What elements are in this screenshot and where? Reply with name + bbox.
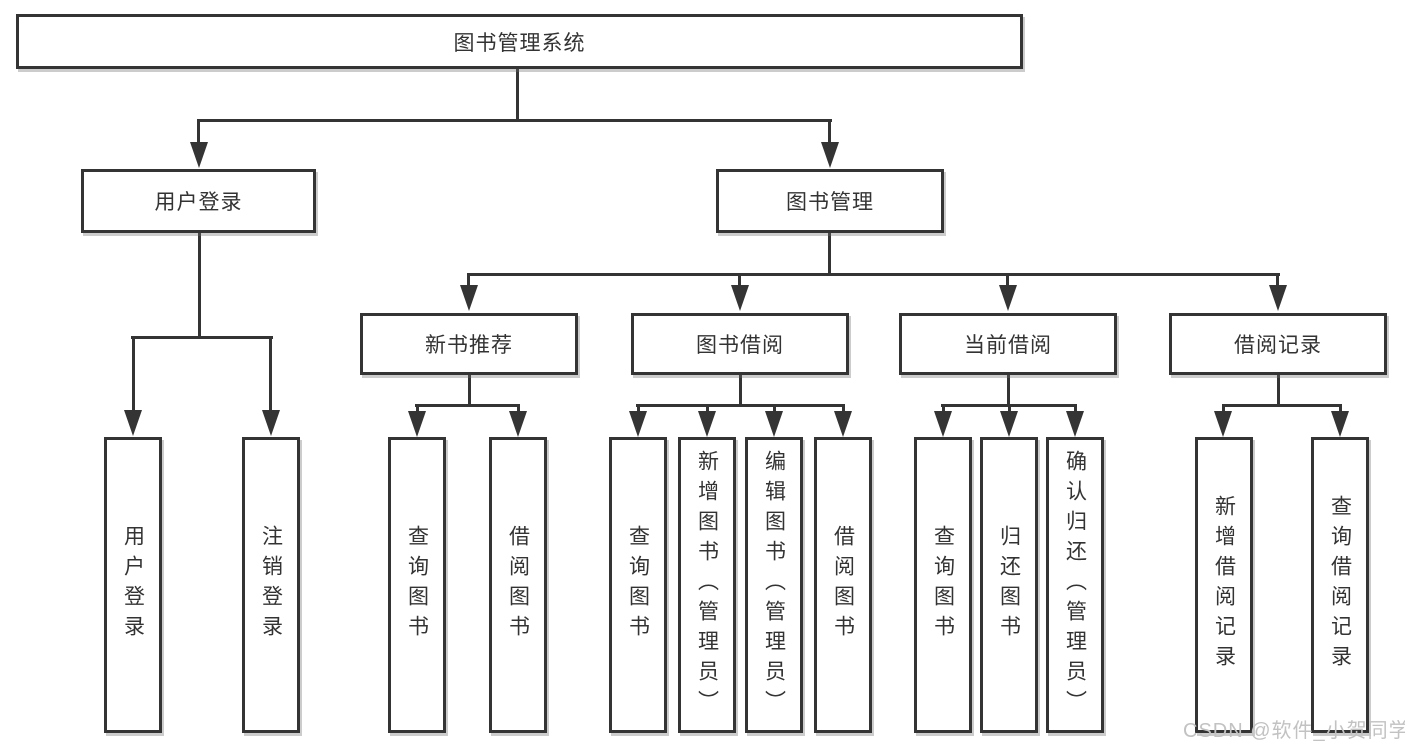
arrow-down-icon — [765, 411, 783, 437]
node-label: 查询图书 — [405, 525, 429, 645]
connector-line — [1006, 273, 1009, 287]
node-book-borrow: 图书借阅 — [631, 313, 849, 375]
leaf-edit-book-admin: 编辑图书（管理员） — [745, 437, 803, 733]
connector-line — [842, 404, 845, 412]
connector-line — [828, 233, 831, 273]
node-label: 注销登录 — [259, 525, 283, 645]
node-label: 图书管理系统 — [453, 31, 586, 55]
node-label: 新书推荐 — [425, 334, 513, 357]
connector-line — [1222, 404, 1225, 412]
connector-line — [637, 404, 640, 412]
node-label: 图书借阅 — [696, 334, 784, 357]
node-user-login: 用户登录 — [81, 169, 316, 233]
connector-line — [197, 119, 832, 122]
arrow-down-icon — [731, 285, 749, 311]
node-label: 查询借阅记录 — [1328, 495, 1352, 675]
arrow-down-icon — [999, 285, 1017, 311]
leaf-logout: 注销登录 — [242, 437, 300, 733]
connector-line — [132, 336, 135, 412]
node-borrow-records: 借阅记录 — [1169, 313, 1387, 375]
connector-line — [468, 375, 471, 404]
connector-line — [1339, 404, 1342, 412]
connector-line — [773, 404, 776, 412]
leaf-borrow-book-recommend: 借阅图书 — [489, 437, 547, 733]
connector-line — [517, 404, 520, 412]
leaf-return-book: 归还图书 — [980, 437, 1038, 733]
connector-line — [197, 119, 200, 144]
connector-line — [516, 69, 519, 119]
arrow-down-icon — [1331, 411, 1349, 437]
connector-line — [1008, 404, 1011, 412]
leaf-confirm-return-admin: 确认归还（管理员） — [1046, 437, 1104, 733]
connector-line — [706, 404, 709, 412]
connector-line — [1222, 404, 1342, 407]
node-label: 借阅记录 — [1234, 334, 1322, 357]
arrow-down-icon — [408, 411, 426, 437]
arrow-down-icon — [821, 142, 839, 168]
arrow-down-icon — [190, 142, 208, 168]
arrow-down-icon — [629, 411, 647, 437]
leaf-borrow-book: 借阅图书 — [814, 437, 872, 733]
leaf-query-book-recommend: 查询图书 — [388, 437, 446, 733]
connector-line — [1277, 375, 1280, 404]
node-label: 查询图书 — [626, 525, 650, 645]
connector-line — [198, 233, 201, 336]
node-new-book-recommend: 新书推荐 — [360, 313, 578, 375]
node-label: 用户登录 — [154, 191, 243, 214]
node-label: 新增图书（管理员） — [695, 450, 719, 720]
node-label: 确认归还（管理员） — [1063, 450, 1087, 720]
arrow-down-icon — [1066, 411, 1084, 437]
arrow-down-icon — [934, 411, 952, 437]
node-label: 借阅图书 — [506, 525, 530, 645]
arrow-down-icon — [1269, 285, 1287, 311]
node-label: 归还图书 — [997, 525, 1021, 645]
connector-line — [1276, 273, 1279, 287]
node-label: 编辑图书（管理员） — [762, 450, 786, 720]
arrow-down-icon — [1214, 411, 1232, 437]
leaf-add-borrow-record: 新增借阅记录 — [1195, 437, 1253, 733]
connector-line — [416, 404, 419, 412]
connector-line — [1007, 375, 1010, 404]
csdn-watermark: CSDN @软件_小贺同学 — [1183, 720, 1405, 742]
leaf-user-login: 用户登录 — [104, 437, 162, 733]
leaf-add-book-admin: 新增图书（管理员） — [678, 437, 736, 733]
connector-line — [739, 375, 742, 404]
node-label: 查询图书 — [931, 525, 955, 645]
arrow-down-icon — [124, 410, 142, 436]
arrow-down-icon — [834, 411, 852, 437]
leaf-query-borrow-record: 查询借阅记录 — [1311, 437, 1369, 733]
leaf-query-book-borrow: 查询图书 — [609, 437, 667, 733]
connector-line — [738, 273, 741, 287]
connector-line — [636, 404, 845, 407]
arrow-down-icon — [698, 411, 716, 437]
connector-line — [942, 404, 945, 412]
arrow-down-icon — [1000, 411, 1018, 437]
arrow-down-icon — [460, 285, 478, 311]
connector-line — [828, 119, 831, 144]
connector-line — [1074, 404, 1077, 412]
leaf-query-book-current: 查询图书 — [914, 437, 972, 733]
arrow-down-icon — [509, 411, 527, 437]
node-book-management: 图书管理 — [716, 169, 944, 233]
node-label: 用户登录 — [121, 525, 145, 645]
node-root-system: 图书管理系统 — [16, 14, 1023, 69]
node-label: 借阅图书 — [831, 525, 855, 645]
arrow-down-icon — [262, 410, 280, 436]
connector-line — [269, 336, 272, 412]
node-label: 新增借阅记录 — [1212, 495, 1236, 675]
node-label: 当前借阅 — [964, 334, 1052, 357]
connector-line — [467, 273, 1280, 276]
connector-line — [131, 336, 273, 339]
connector-line — [467, 273, 470, 287]
connector-line — [415, 404, 520, 407]
node-label: 图书管理 — [786, 191, 874, 214]
node-current-borrow: 当前借阅 — [899, 313, 1117, 375]
